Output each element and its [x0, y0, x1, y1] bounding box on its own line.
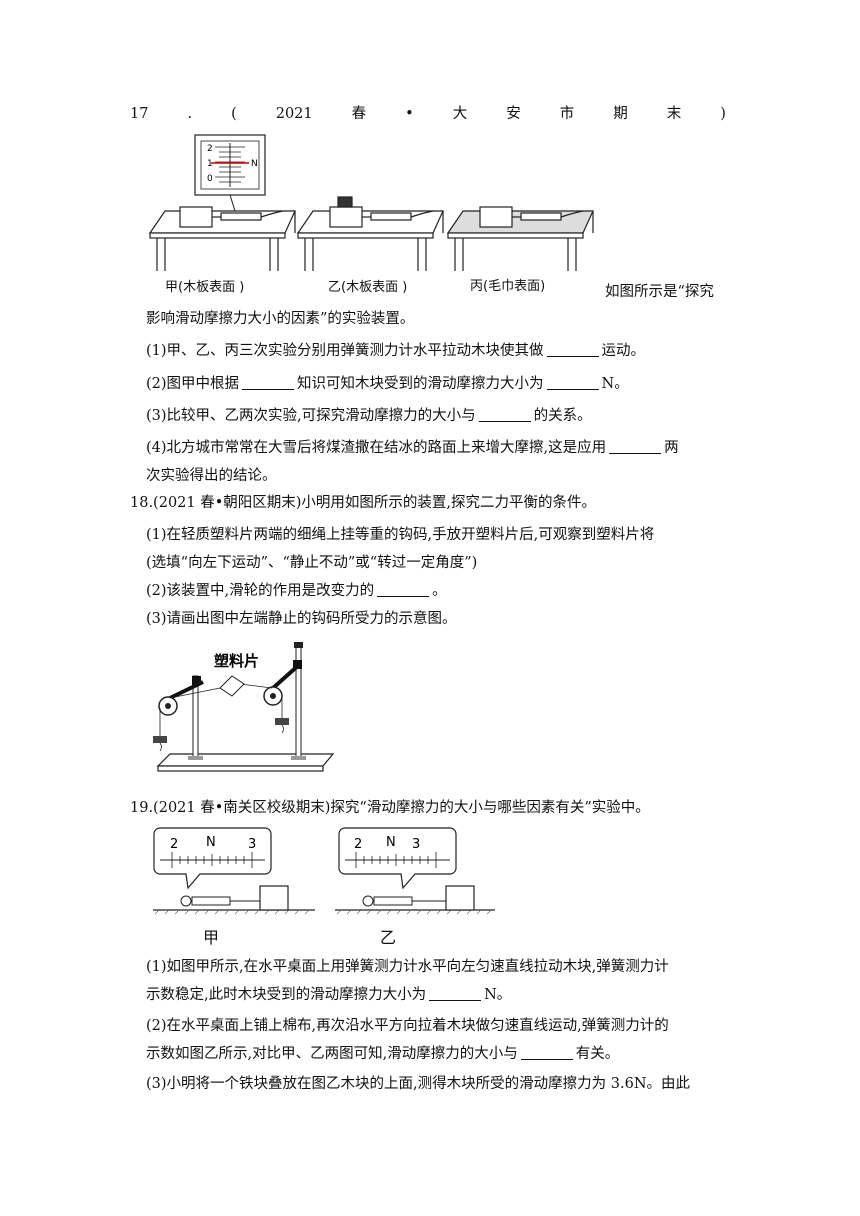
- q17-num: 17: [130, 106, 149, 122]
- table-2: [296, 196, 444, 271]
- q17-header: 17 . ( 2021 春 • 大 安 市 期 末 ): [130, 106, 726, 122]
- svg-text:N: N: [251, 159, 258, 169]
- table-3: [446, 206, 594, 271]
- q18-title: 18.(2021 春•朝阳区期末)小明用如图所示的装置,探究二力平衡的条件。: [130, 495, 597, 511]
- svg-text:0: 0: [207, 174, 213, 184]
- q17-caption-1: 甲(木板表面 ): [165, 280, 245, 295]
- q17-figure: 2 1 0 N: [148, 134, 594, 271]
- q17-sub-4-cont: 次实验得出的结论。: [146, 468, 277, 484]
- answer-blank[interactable]: [609, 439, 662, 454]
- q19-figure: 2 N 3 2 N 3: [153, 827, 495, 915]
- q17-sub-3: (3)比较甲、乙两次实验,可探究滑动摩擦力的大小与的关系。: [146, 407, 592, 424]
- q18-sub-1: (1)在轻质塑料片两端的细绳上挂等重的钩码,手放开塑料片后,可观察到塑料片将: [146, 527, 655, 543]
- q17-sub-1: (1)甲、乙、丙三次实验分别用弹簧测力计水平拉动木块使其做运动。: [146, 342, 646, 359]
- scale-zoom-box: 2 1 0 N: [194, 134, 266, 212]
- answer-blank[interactable]: [520, 1045, 573, 1060]
- answer-blank[interactable]: [478, 407, 531, 422]
- answer-blank[interactable]: [242, 375, 295, 390]
- svg-text:2: 2: [354, 837, 362, 852]
- q17-intro-1: 如图所示是“探究: [605, 284, 714, 300]
- q17-caption-2: 乙(木板表面 ): [328, 280, 408, 295]
- answer-blank[interactable]: [546, 375, 599, 390]
- svg-text:3: 3: [248, 837, 256, 852]
- svg-text:2: 2: [170, 837, 178, 852]
- q19-sub-3: (3)小明将一个铁块叠放在图乙木块的上面,测得木块所受的滑动摩擦力为 3.6N。…: [146, 1076, 691, 1092]
- answer-blank[interactable]: [546, 342, 599, 357]
- svg-text:3: 3: [412, 837, 420, 852]
- q18-sub-1-cont: (选填“向左下运动”、“静止不动”或“转过一定角度”): [146, 555, 478, 571]
- svg-text:N: N: [386, 835, 396, 850]
- answer-blank[interactable]: [429, 986, 482, 1001]
- q19-sub-2: (2)在水平桌面上铺上棉布,再次沿水平方向拉着木块做匀速直线运动,弹簧测力计的: [146, 1018, 669, 1034]
- q19-sub-2-cont: 示数如图乙所示,对比甲、乙两图可知,滑动摩擦力的大小与有关。: [146, 1045, 620, 1062]
- plastic-card-label: 塑料片: [214, 652, 259, 670]
- svg-text:2: 2: [207, 144, 213, 154]
- svg-text:1: 1: [207, 159, 213, 169]
- q19-sub-1: (1)如图甲所示,在水平桌面上用弹簧测力计水平向左匀速直线拉动木块,弹簧测力计: [146, 959, 669, 975]
- q18-figure: 塑料片: [153, 642, 335, 772]
- q18-sub-2: (2)该装置中,滑轮的作用是改变力的。: [146, 582, 447, 599]
- q17-caption-3: 丙(毛巾表面): [470, 279, 546, 294]
- q19-caption-left: 甲: [203, 928, 220, 947]
- q19-title: 19.(2021 春•南关区校级期末)探究“滑动摩擦力的大小与哪些因素有关”实验…: [130, 800, 650, 816]
- q17-sub-4: (4)北方城市常常在大雪后将煤渣撒在结冰的路面上来增大摩擦,这是应用两: [146, 439, 679, 456]
- q17-intro-2: 影响滑动摩擦力大小的因素”的实验装置。: [146, 311, 415, 327]
- svg-text:N: N: [206, 835, 216, 850]
- answer-blank[interactable]: [377, 582, 430, 597]
- q18-sub-3: (3)请画出图中左端静止的钩码所受力的示意图。: [146, 611, 457, 627]
- table-1: [148, 206, 296, 271]
- q19-caption-right: 乙: [380, 928, 397, 947]
